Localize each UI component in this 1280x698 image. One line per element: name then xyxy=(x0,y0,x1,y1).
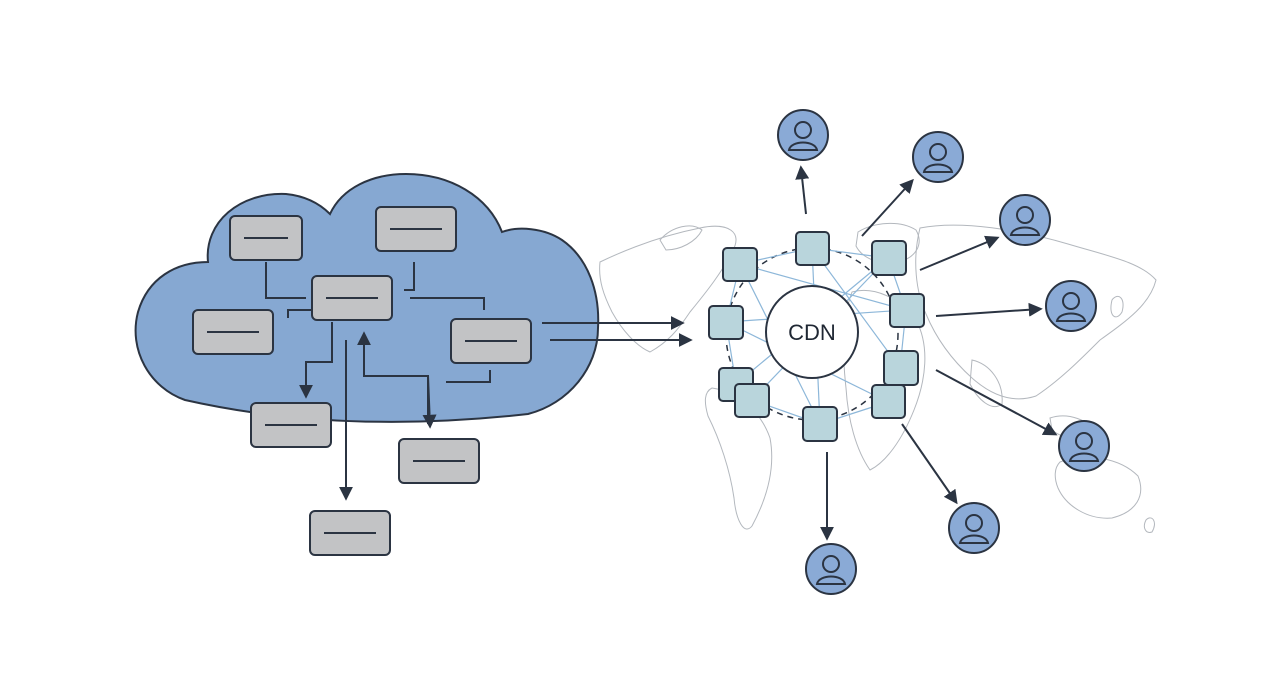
user-icon xyxy=(912,131,964,183)
edge-server-icon xyxy=(883,350,919,386)
map-new-zealand xyxy=(1143,517,1155,533)
edge-server-icon xyxy=(802,406,838,442)
edge-server-icon xyxy=(889,293,925,328)
origin-servers xyxy=(192,206,532,556)
cdn-hub-label: CDN xyxy=(788,320,836,345)
map-south-asia xyxy=(969,359,1003,407)
server-icon xyxy=(311,275,393,321)
edge-server-icon xyxy=(795,231,830,266)
server-icon xyxy=(375,206,457,252)
server-icon xyxy=(229,215,303,261)
user-icon xyxy=(999,194,1051,246)
server-icon xyxy=(250,402,332,448)
map-australia xyxy=(1054,456,1142,519)
edge-server-icon xyxy=(871,384,906,419)
user-icon xyxy=(948,502,1000,554)
origin-to-cdn-arrows xyxy=(542,316,693,347)
edge-server-icon xyxy=(734,383,770,418)
cdn-edge-nodes xyxy=(708,231,925,442)
user-icon xyxy=(1058,420,1110,472)
map-greenland xyxy=(659,225,703,251)
end-users xyxy=(777,109,1110,595)
map-europe xyxy=(855,223,920,264)
server-icon xyxy=(309,510,391,556)
map-south-america xyxy=(704,387,773,530)
origin-connectors xyxy=(265,262,491,501)
user-icon xyxy=(805,543,857,595)
edge-server-icon xyxy=(708,305,744,340)
map-north-america xyxy=(599,225,737,353)
arrow-to-server-lower-left xyxy=(299,322,333,399)
delivery-arrows xyxy=(795,165,1058,541)
server-icon xyxy=(398,438,480,484)
user-icon xyxy=(777,109,829,161)
edge-server-icon xyxy=(722,247,758,282)
user-icon xyxy=(1045,280,1097,332)
server-icon xyxy=(450,318,532,364)
arrow-down-to-server xyxy=(422,375,437,429)
map-asia xyxy=(915,224,1157,400)
cdn-hub: CDN xyxy=(765,285,859,379)
edge-server-icon xyxy=(871,240,907,276)
map-japan xyxy=(1110,296,1124,318)
server-icon xyxy=(192,309,274,355)
